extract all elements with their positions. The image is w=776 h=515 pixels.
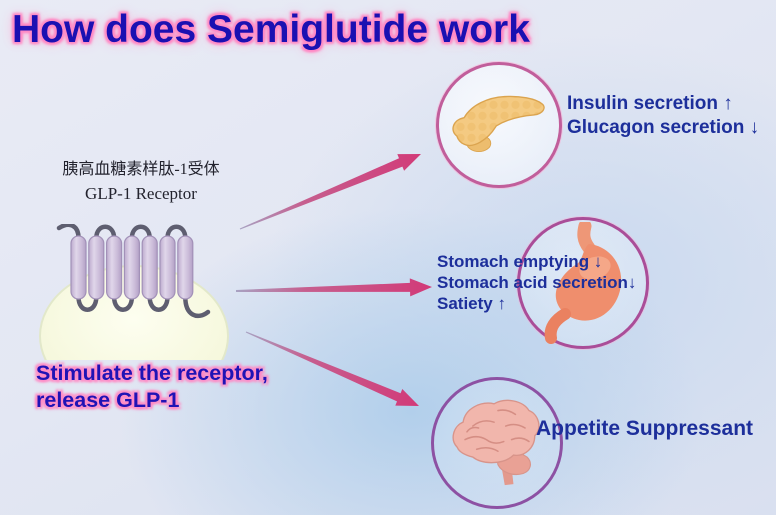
receptor-label-chinese: 胰高血糖素样肽-1受体: [62, 161, 220, 178]
pancreas-effects: Insulin secretion ↑ Glucagon secretion ↓: [567, 92, 759, 140]
brain-illustration: [452, 399, 540, 486]
arrow-to-brain: [245, 331, 419, 406]
pancreas-outline: [452, 95, 545, 147]
stimulate-caption-line1: Stimulate the receptor,: [36, 361, 268, 385]
stomach-circle: [517, 217, 649, 349]
stimulate-caption-line2: release GLP-1: [36, 388, 180, 412]
effect-stomach-emptying: Stomach emptying ↓: [437, 252, 603, 271]
receptor-label-english: GLP-1 Receptor: [85, 184, 197, 203]
stomach-highlight: [579, 256, 611, 280]
effect-insulin: Insulin secretion ↑: [567, 93, 733, 114]
pancreas-illustration: [452, 95, 545, 153]
effect-glucagon: Glucagon secretion ↓: [567, 117, 760, 138]
brain-gyri-lines: [464, 409, 530, 453]
receptor-loops: [56, 224, 211, 319]
arrow-to-pancreas: [239, 154, 421, 230]
duodenum: [544, 308, 571, 344]
glp1-receptor-illustration: [39, 224, 229, 360]
page-title: How does Semiglutide work: [12, 8, 530, 51]
stomach-effects: Stomach emptying ↓ Stomach acid secretio…: [437, 251, 636, 314]
effect-appetite: Appetite Suppressant: [536, 417, 754, 440]
effect-stomach-acid: Stomach acid secretion↓: [437, 273, 637, 292]
receptor-helices: [70, 235, 194, 300]
stimulate-caption: Stimulate the receptor, release GLP-1: [36, 360, 268, 414]
brain-circle: [431, 377, 563, 509]
cerebrum: [452, 399, 540, 464]
arrow-to-stomach: [236, 278, 432, 297]
brain-effects: Appetite Suppressant: [536, 416, 753, 442]
effect-satiety: Satiety ↑: [437, 294, 506, 313]
pancreas-circle: [436, 62, 562, 188]
stomach-illustration: [544, 222, 622, 344]
receptor-label: 胰高血糖素样肽-1受体 GLP-1 Receptor: [38, 158, 244, 206]
